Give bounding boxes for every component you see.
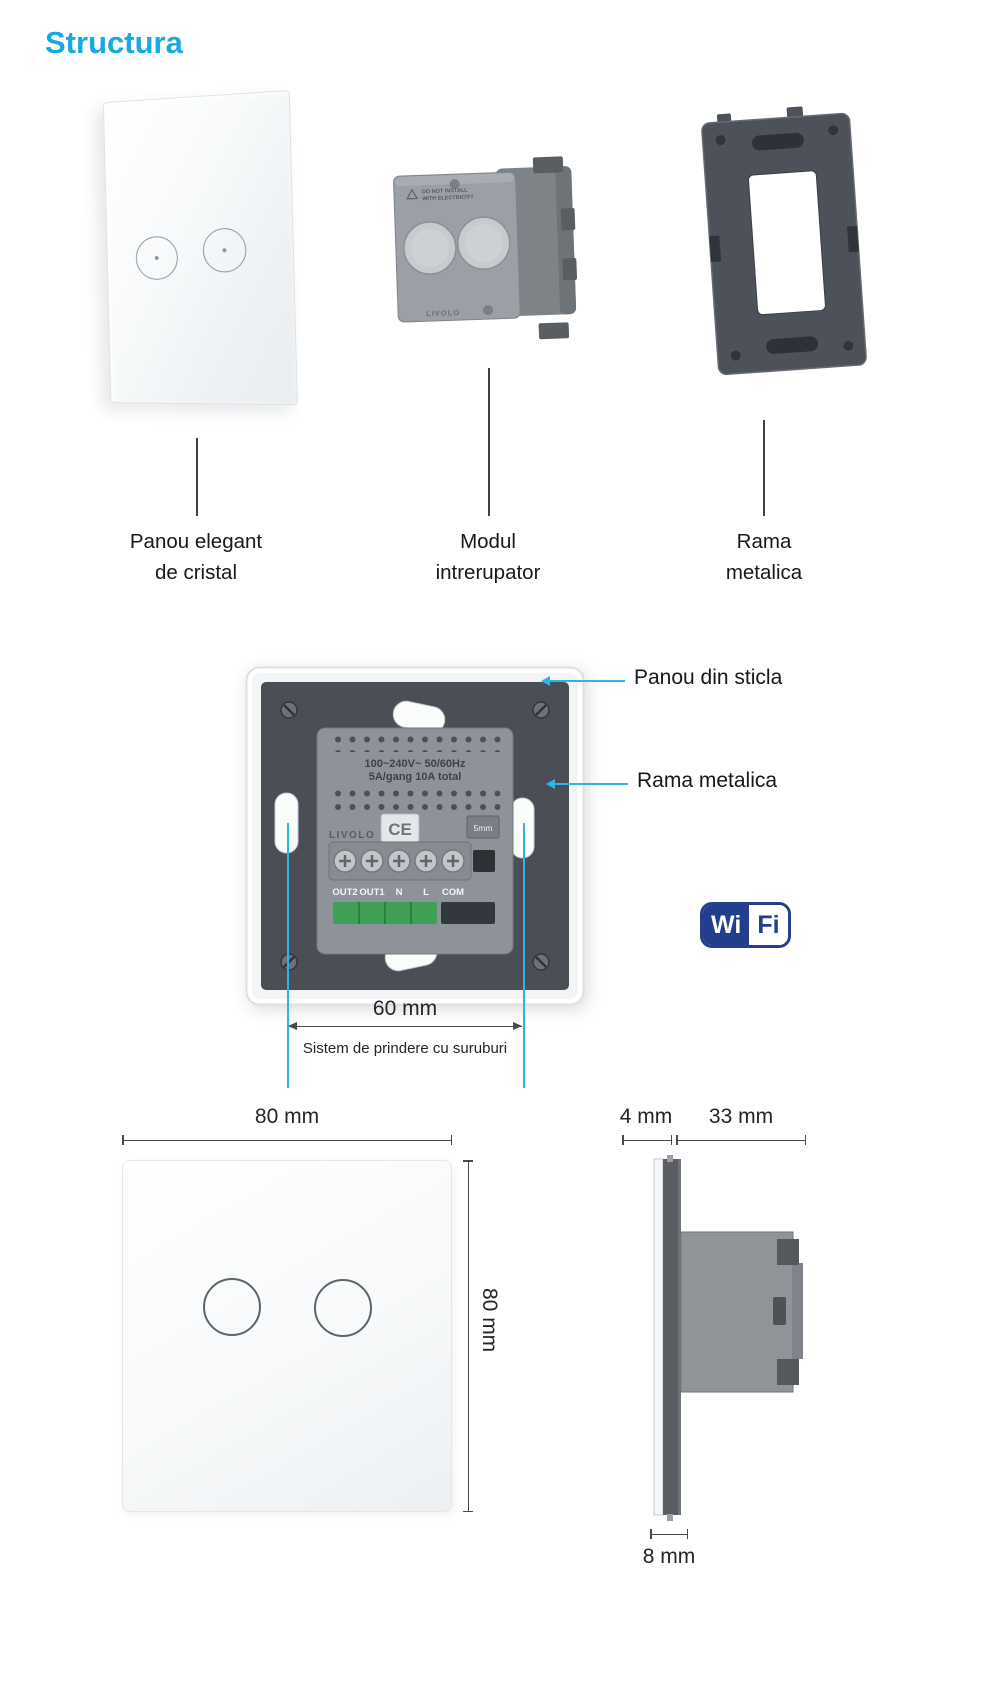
touch-circle-icon xyxy=(135,235,179,281)
front-view-drawing xyxy=(122,1160,452,1512)
dim-bottom-line xyxy=(650,1529,688,1540)
touch-circle-icon xyxy=(314,1279,372,1337)
terminal-screw-icon xyxy=(441,849,465,873)
side-view-glass-edge xyxy=(653,1155,681,1521)
terminal-screw-icon xyxy=(360,849,384,873)
corner-screw-icon xyxy=(532,953,550,971)
callout-arrow-frame xyxy=(546,779,628,788)
callout-label-frame: Rama metalica xyxy=(637,769,778,792)
label-glass-panel-line1: Panou elegant xyxy=(129,530,263,553)
ce-mark: CE xyxy=(380,813,420,843)
dim-60mm-note: Sistem de prindere cu suruburi xyxy=(302,1040,508,1057)
side-view-claw xyxy=(777,1359,799,1385)
terminal-green-block xyxy=(333,902,495,924)
dim-glass-thickness-line xyxy=(622,1135,672,1146)
dim-60mm-label: 60 mm xyxy=(372,997,438,1020)
dim-bottom-label: 8 mm xyxy=(642,1545,696,1568)
page-title: Structura xyxy=(45,25,183,60)
ratings-line1: 100~240V~ 50/60Hz xyxy=(365,758,466,770)
dim-glass-thickness-label: 4 mm xyxy=(619,1105,673,1128)
terminal-label-out1: OUT1 xyxy=(359,887,385,898)
wifi-logo-fi: Fi xyxy=(749,905,788,945)
com-wire-hole xyxy=(473,850,495,872)
label-switch-module-line1: Modul xyxy=(460,530,516,553)
terminal-block xyxy=(328,841,495,881)
dim-front-width-line xyxy=(122,1135,452,1146)
mounting-screw-icon xyxy=(449,179,460,190)
frame-central-opening xyxy=(747,170,826,316)
glass-panel-illustration xyxy=(102,89,298,406)
dim-module-depth-label: 33 mm xyxy=(708,1105,774,1128)
terminal-label-com: COM xyxy=(442,887,464,898)
frame-screw-slot xyxy=(751,132,804,151)
dim-front-height-line xyxy=(463,1160,474,1512)
switch-module-illustration: DO NOT INSTALL WITH ELECTRICITY LIVOLO xyxy=(393,156,578,340)
wifi-logo-icon: Wi Fi xyxy=(700,902,791,948)
touch-circle-icon xyxy=(203,1278,261,1336)
frame-screw-slot xyxy=(766,336,819,354)
extension-line-left xyxy=(287,823,289,1088)
label-metal-frame-line2: metalica xyxy=(725,560,803,584)
dim-front-height-label: 80 mm xyxy=(478,1288,501,1353)
switch-back-view: 100~240V~ 50/60Hz 5A/gang 10A total LIVO… xyxy=(245,666,585,1006)
module-relay-buttons xyxy=(403,216,511,275)
touch-dot-icon xyxy=(222,248,227,253)
dim-60mm-line xyxy=(288,1022,522,1031)
terminal-screw-icon xyxy=(414,849,438,873)
corner-screw-icon xyxy=(280,701,298,719)
wire-strip-note: 5mm xyxy=(466,815,500,839)
terminal-label-n: N xyxy=(396,887,403,898)
corner-screw-icon xyxy=(532,701,550,719)
callout-arrow-glass xyxy=(541,676,625,685)
terminal-screw-icon xyxy=(333,849,357,873)
warning-triangle-icon xyxy=(406,188,419,200)
ratings-line2: 5A/gang 10A total xyxy=(369,771,462,783)
label-glass-panel-line2: de cristal xyxy=(154,560,238,584)
connector-line-module xyxy=(488,368,490,516)
label-glass-panel: Panou elegant de cristal xyxy=(96,527,296,589)
mounting-screw-icon xyxy=(483,305,494,316)
ce-mark-text: CE xyxy=(388,820,412,839)
label-metal-frame-line1: Rama xyxy=(736,530,792,553)
label-metal-frame: Rama metalica xyxy=(664,527,864,589)
dim-module-depth-line xyxy=(676,1135,806,1146)
side-view-drawing xyxy=(653,1155,803,1521)
corner-screw-icon xyxy=(280,953,298,971)
backview-brand-text: LIVOLO xyxy=(329,830,375,841)
terminal-label-l: L xyxy=(423,887,429,898)
terminal-label-out2: OUT2 xyxy=(332,887,357,898)
warning-label: DO NOT INSTALL WITH ELECTRICITY xyxy=(406,188,474,202)
callout-label-glass: Panou din sticla xyxy=(634,666,783,689)
wire-strip-note-text: 5mm xyxy=(474,823,493,833)
extension-line-right xyxy=(523,823,525,1088)
side-view-claw xyxy=(777,1239,799,1265)
module-warning-line2: WITH ELECTRICITY xyxy=(422,194,474,202)
touch-dot-icon xyxy=(154,256,159,261)
connector-line-frame xyxy=(763,420,765,516)
module-warning-line1: DO NOT INSTALL xyxy=(422,188,469,196)
module-brand-text: LIVOLO xyxy=(426,308,460,318)
connector-line-panel xyxy=(196,438,198,516)
side-view-module-body xyxy=(680,1231,803,1393)
label-switch-module-line2: intrerupator xyxy=(435,560,541,584)
metal-frame-illustration xyxy=(701,106,867,376)
dim-front-width-label: 80 mm xyxy=(254,1105,320,1128)
metal-frame-body xyxy=(701,106,867,376)
wifi-logo-wi: Wi xyxy=(703,905,750,945)
touch-circle-icon xyxy=(202,227,247,273)
terminal-screw-icon xyxy=(387,849,411,873)
label-switch-module: Modul intrerupator xyxy=(388,527,588,589)
module-front-plate xyxy=(393,171,521,323)
